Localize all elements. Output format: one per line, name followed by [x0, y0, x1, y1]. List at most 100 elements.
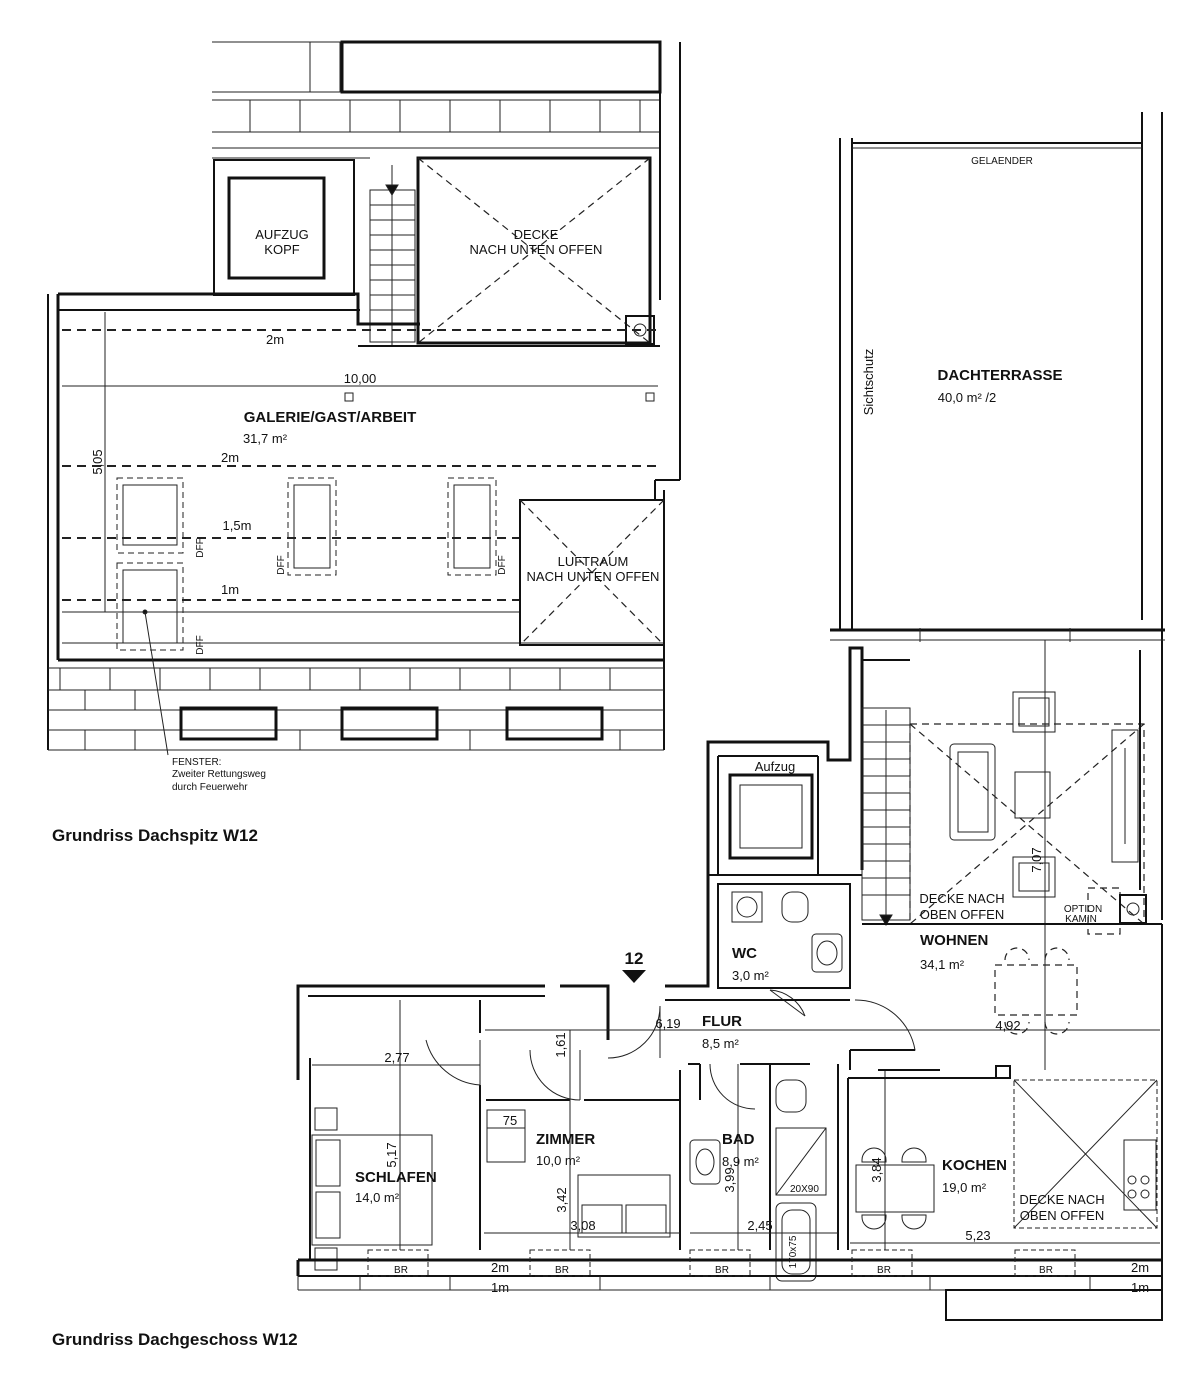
dff-label-1: DFF [195, 538, 206, 557]
gelaender-label: GELAENDER [971, 156, 1033, 167]
entrance-arrow-icon [622, 970, 646, 983]
wc-name: WC [732, 945, 757, 962]
luftraum-label-1: LUFTRAUM [558, 554, 629, 569]
stair-lower [861, 707, 911, 926]
dim-2m-zimmer: 2m [491, 1260, 509, 1275]
dim-1-5m: 1,5m [223, 518, 252, 533]
roof-hatch-bottom [48, 667, 664, 751]
br-label-4: BR [877, 1265, 891, 1276]
kochen-area: 19,0 m² [942, 1180, 987, 1195]
dim-2-45: 2,45 [747, 1218, 772, 1233]
dachterrasse: GELAENDER Sichtschutz DACHTERRASSE 40,0 … [830, 112, 1165, 920]
dff-label-4: DFF [195, 635, 206, 654]
luftraum-opening [519, 499, 665, 646]
wc-area: 3,0 m² [732, 968, 770, 983]
dachterrasse-area: 40,0 m² /2 [938, 390, 997, 405]
zimmer-area: 10,0 m² [536, 1153, 581, 1168]
desk-zimmer [486, 1109, 526, 1163]
roof-hatch-top [212, 41, 660, 159]
table-kochen [855, 1164, 935, 1213]
roof-hatch-lower [297, 1276, 1162, 1291]
wohnen-name: WOHNEN [920, 932, 988, 949]
br-label-1: BR [394, 1265, 408, 1276]
flur-area: 8,5 m² [702, 1036, 740, 1051]
decke-oben-wohnen-2: OBEN OFFEN [920, 907, 1005, 922]
title-dachgeschoss: Grundriss Dachgeschoss W12 [52, 1330, 298, 1349]
zimmer-name: ZIMMER [536, 1131, 595, 1148]
option-label-2: KAMIN [1065, 914, 1097, 925]
br-windows [367, 1249, 1076, 1277]
br-label-3: BR [715, 1265, 729, 1276]
dachspitz-plan: AUFZUG KOPF DECKE NACH UNTEN OFFEN [47, 40, 681, 845]
dim-3-08: 3,08 [570, 1218, 595, 1233]
bed-zimmer [577, 1174, 671, 1238]
dim-7-07: 7,07 [1029, 847, 1044, 872]
deckenoeffnung-upper [416, 156, 652, 345]
fenster-note-1: FENSTER: [172, 757, 221, 768]
balcony-edge [945, 1289, 1163, 1321]
kochen-name: KOCHEN [942, 1157, 1007, 1174]
aufzug-shaft [728, 773, 814, 860]
dim-2m: 2m [221, 450, 239, 465]
galerie-area: 31,7 m² [243, 431, 288, 446]
schlafen-area: 14,0 m² [355, 1190, 400, 1205]
dim-5-17: 5,17 [384, 1142, 399, 1167]
aufzug-label: Aufzug [755, 759, 795, 774]
dusche-size: 20X90 [790, 1184, 819, 1195]
flur-name: FLUR [702, 1013, 742, 1030]
decke-oben-kochen-2: OBEN OFFEN [1020, 1208, 1105, 1223]
br-label-2: BR [555, 1265, 569, 1276]
decke-offen-label-1: DECKE [514, 227, 559, 242]
dim-1m-zimmer: 1m [491, 1280, 509, 1295]
dim-4-92: 4,92 [995, 1018, 1020, 1033]
dim-2m-kochen: 2m [1131, 1260, 1149, 1275]
dachgeschoss-plan: Aufzug WC 3,0 m² 12 6,19 FLUR 8,5 m² [52, 640, 1163, 1349]
decke-offen-wohnen [909, 723, 1145, 925]
bad-area: 8,9 m² [722, 1154, 760, 1169]
dff-label-2: DFF [276, 555, 287, 574]
wanne-size: 170x75 [788, 1235, 799, 1268]
badewanne [775, 1202, 817, 1282]
herd [1123, 1139, 1157, 1211]
dim-1-61: 1,61 [553, 1032, 568, 1057]
dachfenster-skylights [116, 477, 497, 756]
aufzug-kopf-label-2: KOPF [264, 242, 299, 257]
wohnen-area: 34,1 m² [920, 957, 965, 972]
br-label-5: BR [1039, 1265, 1053, 1276]
dachterrasse-name: DACHTERRASSE [937, 367, 1062, 384]
dim-1m: 1m [221, 582, 239, 597]
decke-oben-wohnen-1: DECKE NACH [919, 891, 1004, 906]
dim-5-05: 5,05 [90, 449, 105, 474]
dim-3-42: 3,42 [554, 1187, 569, 1212]
luftraum-label-2: NACH UNTEN OFFEN [527, 569, 660, 584]
dim-2-77: 2,77 [384, 1050, 409, 1065]
schlafen-name: SCHLAFEN [355, 1169, 437, 1186]
dim-3-99: 3,99 [722, 1167, 737, 1192]
wc-room [717, 883, 851, 989]
decke-offen-label-2: NACH UNTEN OFFEN [470, 242, 603, 257]
stair-upper [369, 165, 416, 345]
decke-oben-kochen-1: DECKE NACH [1019, 1192, 1104, 1207]
sichtschutz-label: Sichtschutz [861, 349, 876, 415]
dim-10-00: 10,00 [344, 371, 377, 386]
aufzug-kopf-label-1: AUFZUG [255, 227, 308, 242]
dim-1m-kochen: 1m [1131, 1280, 1149, 1295]
dim-5-23: 5,23 [965, 1228, 990, 1243]
bad-name: BAD [722, 1131, 755, 1148]
decke-offen-kochen [1013, 1079, 1158, 1229]
fenster-note-2: Zweiter Rettungsweg [172, 769, 266, 780]
table-wohnen [994, 964, 1078, 1016]
fenster-note-3: durch Feuerwehr [172, 782, 248, 793]
dim-3-84: 3,84 [869, 1157, 884, 1182]
title-dachspitz: Grundriss Dachspitz W12 [52, 826, 258, 845]
option-label-1: OPTION [1064, 904, 1102, 915]
dff-label-3: DFF [497, 555, 508, 574]
dusche [775, 1127, 827, 1196]
galerie-name: GALERIE/GAST/ARBEIT [244, 409, 417, 426]
kamin-lower [1119, 894, 1147, 924]
dim-2m-top: 2m [266, 332, 284, 347]
bed-schlafen [311, 1134, 433, 1246]
dim-6-19: 6,19 [655, 1016, 680, 1031]
entrance-number: 12 [625, 949, 644, 968]
